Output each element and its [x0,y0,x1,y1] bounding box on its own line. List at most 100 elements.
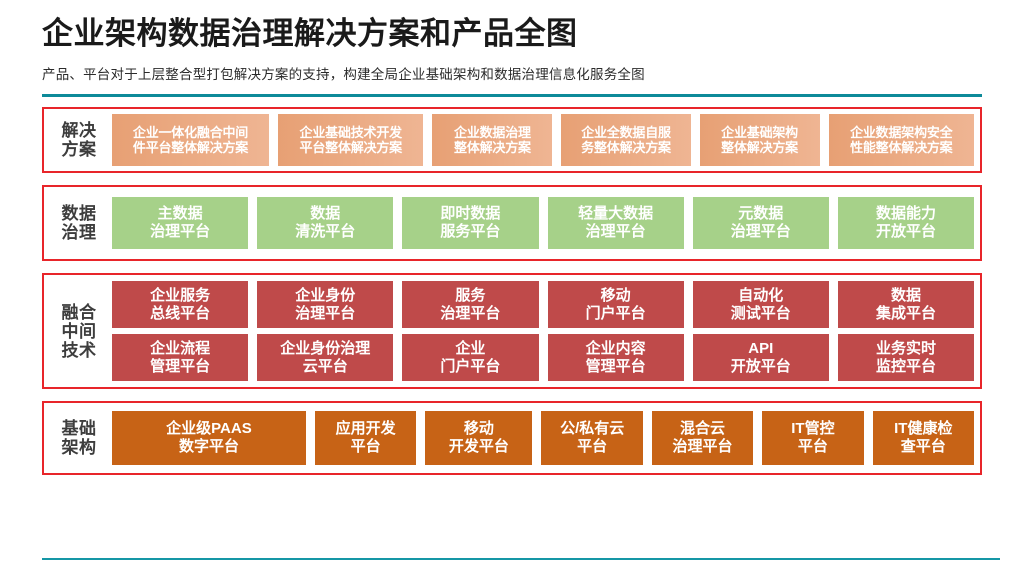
band-solutions-label: 解决方案 [50,114,112,166]
platform-card-line: 企业 [455,339,486,357]
platform-card-line: 企业身份治理 [280,339,371,357]
platform-card[interactable]: IT健康检查平台 [872,411,974,466]
platform-card-line: 管理平台 [150,357,211,375]
platform-card-line: 平台 [350,438,381,456]
platform-card-line: 企业基础架构 [721,124,798,140]
platform-card-line: 务整体解决方案 [581,140,671,156]
platform-card[interactable]: 企业一体化融合中间件平台整体解决方案 [112,114,270,167]
band-data-governance: 数据治理主数据治理平台数据清洗平台即时数据服务平台轻量大数据治理平台元数据治理平… [42,185,982,262]
platform-card-line: 应用开发 [335,420,396,438]
platform-card-line: 性能整体解决方案 [850,140,953,156]
platform-card[interactable]: 主数据治理平台 [112,197,249,250]
page-title: 企业架构数据治理解决方案和产品全图 [42,16,578,51]
platform-card[interactable]: 数据清洗平台 [257,197,394,250]
platform-card-line: 企业内容 [585,339,646,357]
platform-card[interactable]: 数据能力开放平台 [837,197,975,250]
platform-card[interactable]: 服务治理平台 [402,281,539,329]
platform-card-line: 整体解决方案 [454,140,531,156]
band-fusion-middleware-body: 企业服务总线平台企业身份治理平台服务治理平台移动门户平台自动化测试平台数据集成平… [112,281,975,382]
platform-card-line: 移动 [463,420,494,438]
platform-card-line: 服务平台 [440,223,501,241]
platform-card-line: 企业服务 [150,286,211,304]
platform-card-line: 管理平台 [585,357,646,375]
platform-card-line: 开放平台 [730,357,791,375]
platform-card[interactable]: 企业全数据自服务整体解决方案 [561,114,691,167]
platform-card-line: 企业级PAAS [166,420,252,438]
platform-card-line: 数据 [310,205,341,223]
title-divider-rule [42,94,982,98]
platform-card-line: 元数据 [738,205,784,223]
platform-card[interactable]: 自动化测试平台 [692,281,829,329]
band-label-line: 数据 [61,204,97,224]
platform-card[interactable]: 混合云治理平台 [651,411,754,466]
platform-card-line: 轻量大数据 [578,205,654,223]
platform-card-line: 治理平台 [295,304,356,322]
platform-card-line: 门户平台 [585,304,646,322]
platform-card-line: 治理平台 [672,438,733,456]
platform-card-line: 企业基础技术开发 [299,124,403,140]
band-row: 企业一体化融合中间件平台整体解决方案企业基础技术开发平台整体解决方案企业数据治理… [112,114,974,167]
platform-card-line: 数据 [890,286,921,304]
band-label-line: 基础 [61,419,97,439]
platform-card-line: 数据能力 [875,205,936,223]
platform-card-line: 即时数据 [440,205,501,223]
platform-card-line: 企业数据架构安全 [850,124,953,140]
platform-card[interactable]: 企业流程管理平台 [112,334,249,382]
platform-card-line: 开放平台 [875,223,936,241]
platform-card-line: 治理平台 [150,223,211,241]
platform-card-line: IT健康检 [894,420,953,438]
platform-card[interactable]: 企业内容管理平台 [547,334,684,382]
platform-card[interactable]: 企业身份治理云平台 [257,334,394,382]
platform-card-line: 平台 [577,438,608,456]
band-solutions: 解决方案企业一体化融合中间件平台整体解决方案企业基础技术开发平台整体解决方案企业… [42,107,982,174]
page-subtitle: 产品、平台对于上层整合型打包解决方案的支持，构建全局企业基础架构和数据治理信息化… [42,66,645,82]
platform-card[interactable]: 公/私有云平台 [541,411,643,466]
platform-card[interactable]: 企业数据架构安全性能整体解决方案 [828,114,974,167]
platform-card[interactable]: 元数据治理平台 [692,197,829,250]
platform-card[interactable]: 数据集成平台 [837,281,975,329]
platform-card[interactable]: 轻量大数据治理平台 [547,197,684,250]
platform-card-line: 平台 [797,438,828,456]
platform-card[interactable]: 企业身份治理平台 [257,281,394,329]
band-label-line: 解决 [61,121,97,141]
platform-card[interactable]: 移动门户平台 [547,281,684,329]
band-infrastructure-label: 基础架构 [50,411,112,465]
platform-card-line: 移动 [600,286,631,304]
platform-card-line: 企业全数据自服 [581,124,671,140]
footer-divider-rule [42,558,1000,560]
platform-card[interactable]: 企业服务总线平台 [112,281,249,329]
band-fusion-middleware: 融合中间技术企业服务总线平台企业身份治理平台服务治理平台移动门户平台自动化测试平… [42,273,982,390]
platform-card-line: 企业一体化融合中间 [132,124,249,140]
platform-card[interactable]: 应用开发平台 [314,411,417,466]
band-label-line: 中间 [61,321,97,341]
architecture-diagram: 解决方案企业一体化融合中间件平台整体解决方案企业基础技术开发平台整体解决方案企业… [0,107,1024,476]
platform-card-line: 云平台 [302,357,348,375]
platform-card-line: 整体解决方案 [721,140,798,156]
platform-card-line: 自动化 [738,286,784,304]
platform-card[interactable]: 企业基础技术开发平台整体解决方案 [278,114,424,167]
platform-card-line: 开发平台 [448,438,509,456]
platform-card[interactable]: 即时数据服务平台 [402,197,539,250]
platform-card[interactable]: 企业基础架构整体解决方案 [699,114,820,167]
platform-card[interactable]: 业务实时监控平台 [837,334,975,382]
platform-card-line: 件平台整体解决方案 [132,140,249,156]
platform-card-line: 企业身份 [295,286,356,304]
platform-card-line: 治理平台 [585,223,646,241]
platform-card-line: IT管控 [791,420,835,438]
platform-card-line: 门户平台 [440,357,501,375]
platform-card-line: 总线平台 [150,304,211,322]
platform-card[interactable]: 企业门户平台 [402,334,539,382]
band-label-line: 治理 [61,223,97,243]
platform-card[interactable]: 企业数据治理整体解决方案 [432,114,553,167]
platform-card-line: API [748,339,774,357]
band-label-line: 融合 [61,302,97,322]
platform-card[interactable]: 移动开发平台 [425,411,533,466]
platform-card-line: 监控平台 [875,357,936,375]
page-header: 企业架构数据治理解决方案和产品全图 产品、平台对于上层整合型打包解决方案的支持，… [0,0,1024,83]
platform-card[interactable]: IT管控平台 [762,411,864,466]
